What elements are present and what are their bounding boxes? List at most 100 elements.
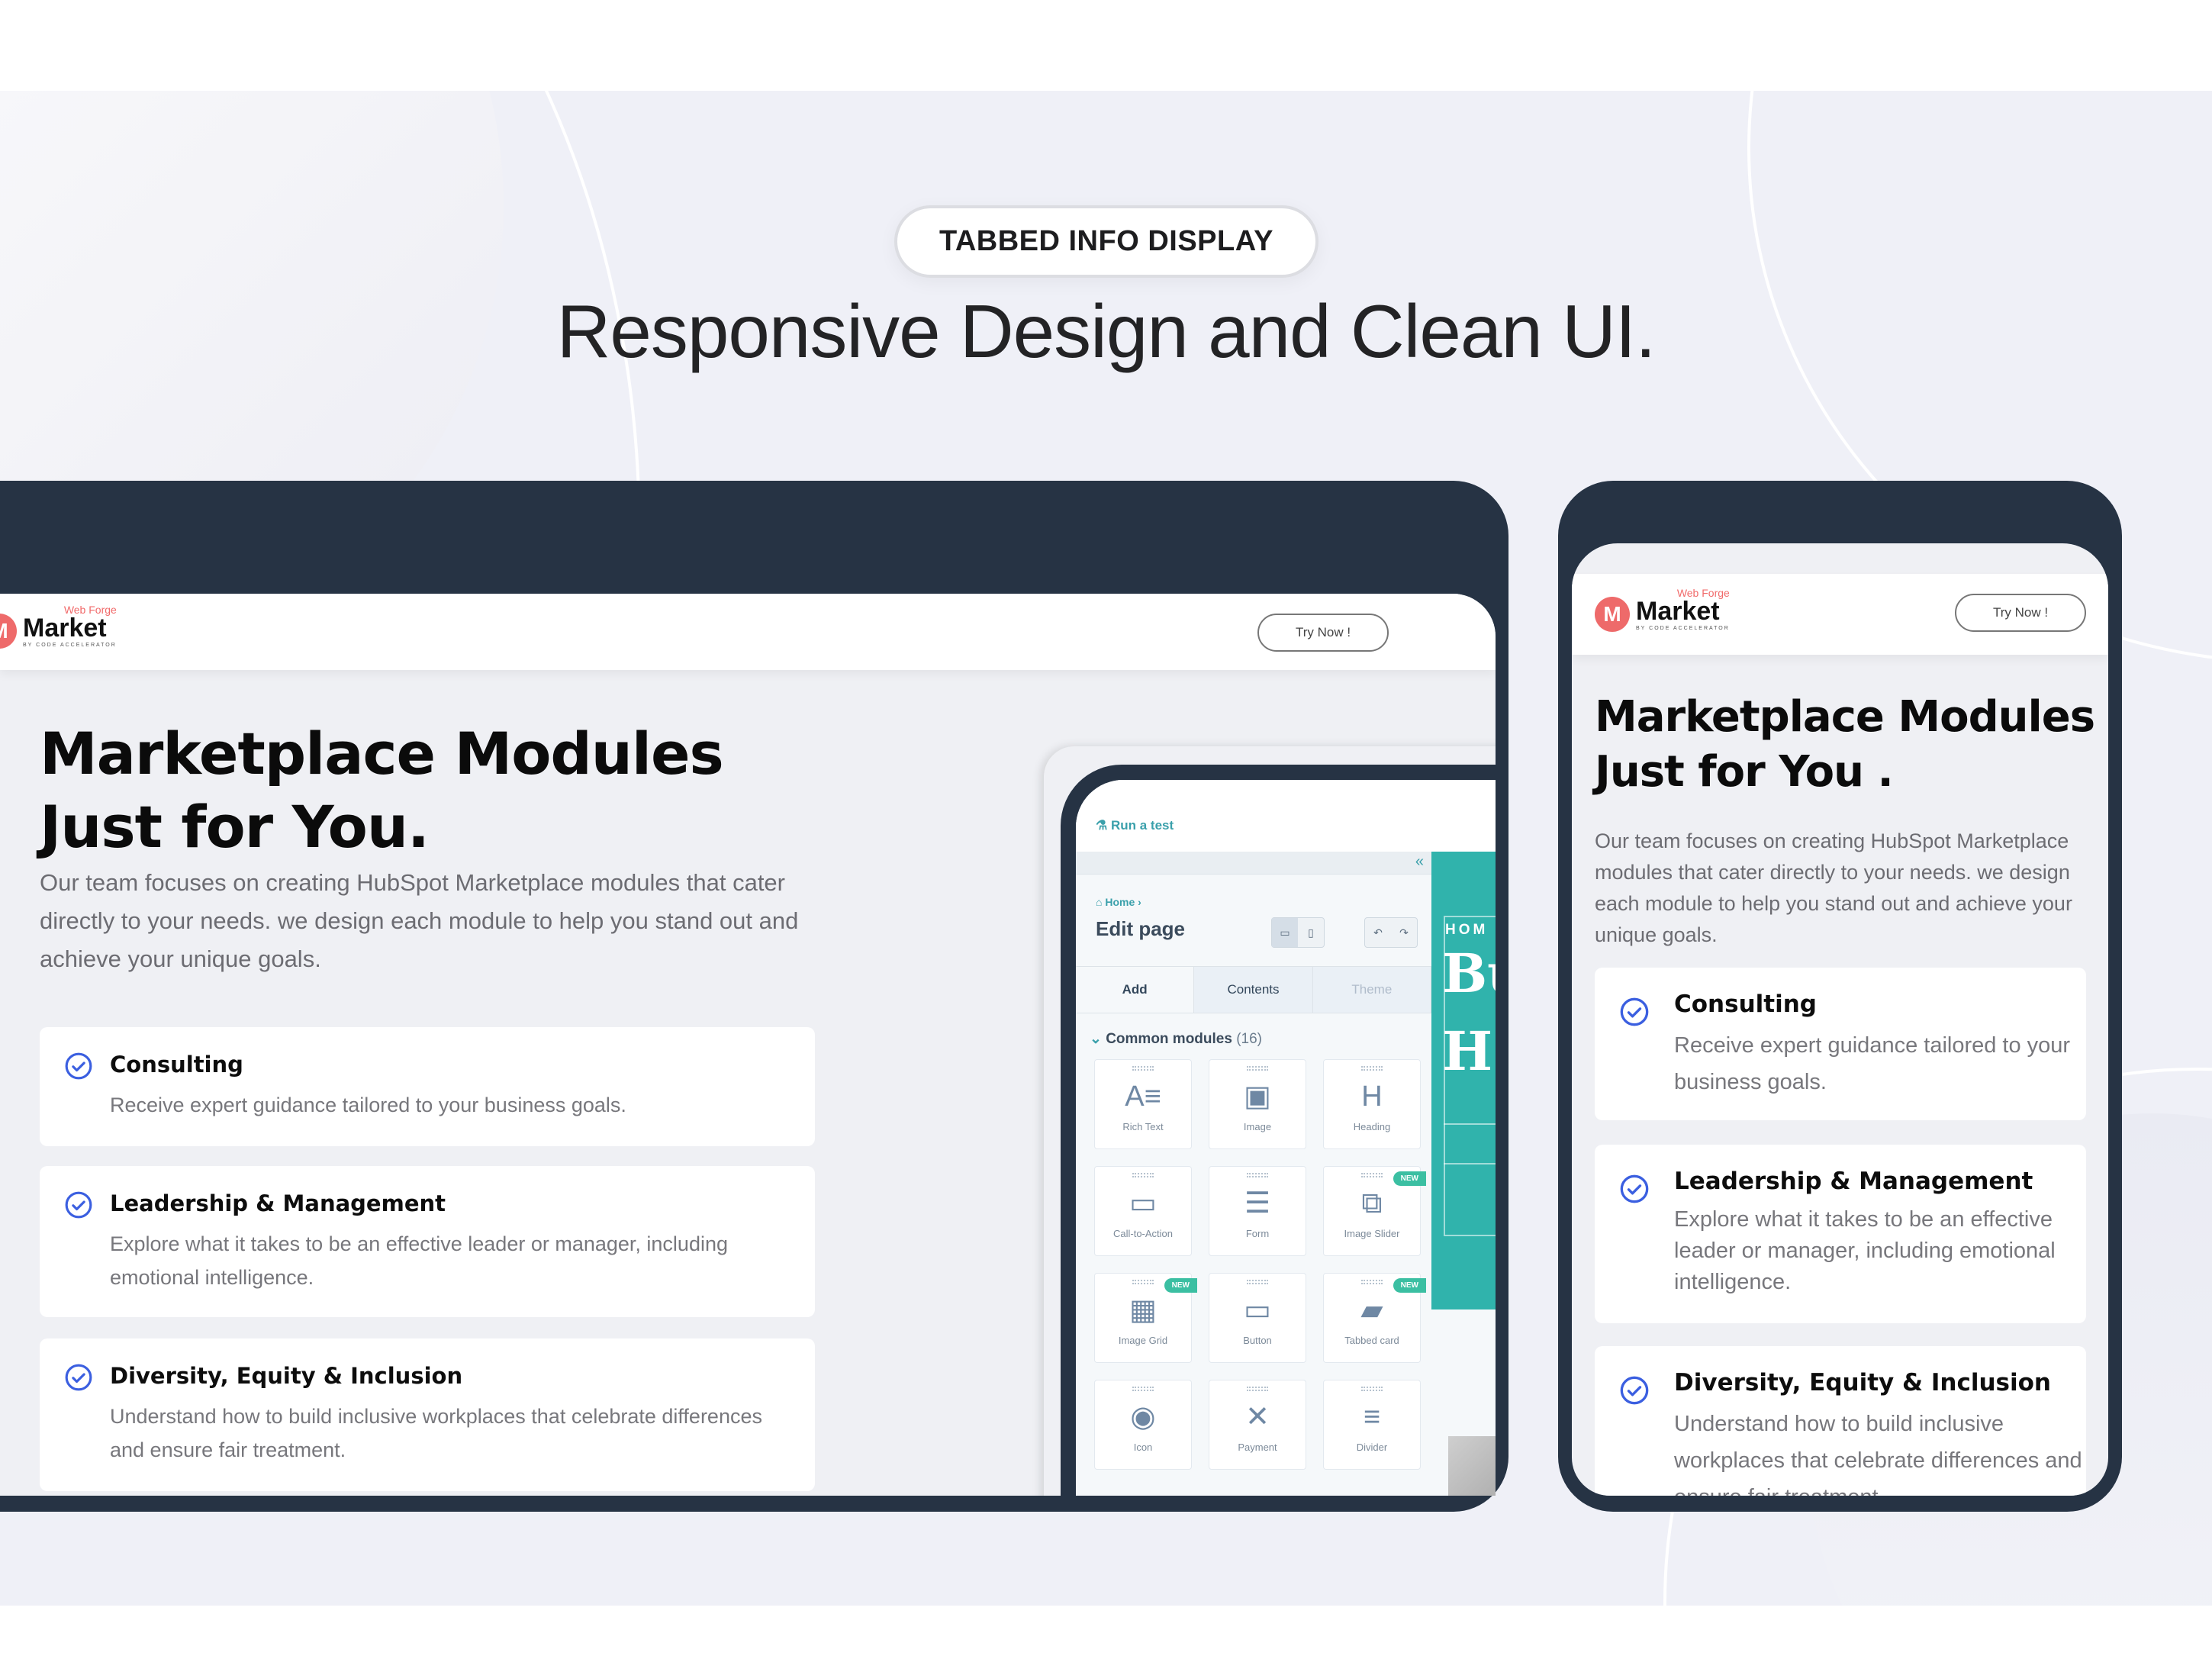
drag-handle-icon [1247, 1066, 1268, 1071]
drag-handle-icon [1132, 1280, 1154, 1284]
folder-icon: ▰ [1360, 1294, 1383, 1326]
logo-mark-icon: M [0, 614, 17, 649]
editor-screen: ⚗ Run a test « ⌂ Home › Edit page ▭ ▯ ↶ … [1076, 780, 1496, 1496]
preview-image [1448, 1436, 1496, 1496]
modules-section-header[interactable]: ⌄ Common modules (16) [1090, 1031, 1263, 1047]
tablet-bezel: ⚗ Run a test « ⌂ Home › Edit page ▭ ▯ ↶ … [1061, 765, 1496, 1496]
tab-contents[interactable]: Contents [1194, 967, 1313, 1013]
drag-handle-icon [1247, 1387, 1268, 1391]
editor-tabs: Add Contents Theme [1076, 966, 1431, 1013]
divider [1444, 1163, 1496, 1165]
module-form[interactable]: ☰Form [1209, 1166, 1306, 1256]
brand-logo[interactable]: M Web Forge Market BY CODE ACCELERATOR [1595, 588, 1730, 632]
collapse-icon[interactable]: « [1415, 853, 1424, 870]
card-title: Diversity, Equity & Inclusion [110, 1363, 463, 1389]
preview-heading: Bu [1442, 942, 1496, 1005]
editor-title: Edit page [1096, 917, 1186, 940]
logo-sub: BY CODE ACCELERATOR [1636, 625, 1730, 631]
drag-handle-icon [1132, 1387, 1154, 1391]
module-image[interactable]: ▣Image [1209, 1059, 1306, 1149]
brand-logo[interactable]: M Web Forge Market BY CODE ACCELERATOR [0, 604, 117, 649]
feature-card[interactable]: Leadership & Management Explore what it … [1595, 1145, 2086, 1323]
page-preview: HOM Bu H [1431, 852, 1496, 1309]
feature-card[interactable]: Leadership & Management Explore what it … [40, 1166, 815, 1317]
tab-add[interactable]: Add [1076, 967, 1195, 1013]
logo-name: Market [1636, 596, 1720, 626]
card-description: Receive expert guidance tailored to your… [110, 1094, 626, 1116]
desktop-frame: M Web Forge Market BY CODE ACCELERATOR T… [0, 481, 1508, 1512]
button-icon: ▭ [1244, 1294, 1271, 1326]
divider-icon: ≡ [1363, 1401, 1381, 1433]
logo-sub: BY CODE ACCELERATOR [23, 642, 117, 648]
card-description: Understand how to build inclusive workpl… [1674, 1412, 2082, 1496]
drag-handle-icon [1361, 1280, 1383, 1284]
editor-sidebar-bar: « [1076, 852, 1431, 875]
flask-icon: ⚗ [1096, 818, 1111, 833]
try-now-button[interactable]: Try Now ! [1257, 614, 1389, 652]
module-payment[interactable]: ✕Payment [1209, 1380, 1306, 1470]
run-test-link[interactable]: ⚗ Run a test [1096, 818, 1174, 833]
new-badge: NEW [1393, 1278, 1426, 1293]
check-circle-icon [65, 1364, 92, 1391]
feature-card[interactable]: Diversity, Equity & Inclusion Understand… [40, 1338, 815, 1491]
phone-frame: M Web Forge Market BY CODE ACCELERATOR T… [1558, 481, 2122, 1512]
image-slider-icon: ⧉ [1361, 1187, 1383, 1219]
breadcrumb[interactable]: ⌂ Home › [1096, 896, 1141, 908]
hero-heading: Marketplace Modules Just for You. [40, 720, 724, 861]
try-now-button[interactable]: Try Now ! [1955, 594, 2086, 632]
preview-frame [1444, 916, 1496, 1236]
image-icon: ▣ [1244, 1081, 1271, 1113]
feature-card[interactable]: Consulting Receive expert guidance tailo… [1595, 968, 2086, 1120]
undo-icon[interactable]: ↶ [1373, 926, 1383, 939]
card-title: Leadership & Management [1674, 1168, 2033, 1195]
tab-theme[interactable]: Theme [1312, 967, 1431, 1013]
card-title: Consulting [1674, 991, 1817, 1018]
desktop-navbar: M Web Forge Market BY CODE ACCELERATOR T… [0, 594, 1496, 670]
badge-icon: ◉ [1130, 1401, 1156, 1433]
logo-tagline: Web Forge [63, 603, 117, 616]
preview-eyebrow: HOM [1445, 922, 1489, 938]
section-badge-label: TABBED INFO DISPLAY [939, 225, 1274, 257]
module-rich-text[interactable]: A≡Rich Text [1094, 1059, 1192, 1149]
new-badge: NEW [1393, 1171, 1426, 1186]
feature-card[interactable]: Consulting Receive expert guidance tailo… [40, 1027, 815, 1146]
undo-redo[interactable]: ↶ ↷ [1364, 917, 1418, 948]
module-call-to-action[interactable]: ▭Call-to-Action [1094, 1166, 1192, 1256]
new-badge: NEW [1164, 1278, 1197, 1293]
logo-name: Market [23, 613, 107, 643]
check-circle-icon [65, 1191, 92, 1219]
check-circle-icon [1620, 1174, 1649, 1203]
hero-heading: Marketplace Modules Just for You . [1595, 692, 2095, 797]
drag-handle-icon [1247, 1173, 1268, 1177]
drag-handle-icon [1361, 1173, 1383, 1177]
feature-card[interactable]: Diversity, Equity & Inclusion Understand… [1595, 1346, 2086, 1496]
home-icon: ⌂ [1096, 896, 1106, 908]
hero-paragraph: Our team focuses on creating HubSpot Mar… [40, 869, 799, 972]
preview-heading: H [1442, 1020, 1493, 1083]
hero-paragraph: Our team focuses on creating HubSpot Mar… [1595, 830, 2072, 946]
chevron-down-icon: ⌄ [1090, 1031, 1106, 1047]
cta-icon: ▭ [1129, 1187, 1157, 1219]
tablet-mockup: ⚗ Run a test « ⌂ Home › Edit page ▭ ▯ ↶ … [1044, 746, 1496, 1496]
check-circle-icon [1620, 1376, 1649, 1405]
card-description: Understand how to build inclusive workpl… [110, 1405, 762, 1461]
tools-icon: ✕ [1245, 1401, 1270, 1433]
phone-screen: M Web Forge Market BY CODE ACCELERATOR T… [1572, 543, 2108, 1496]
redo-icon[interactable]: ↷ [1399, 926, 1409, 939]
module-button[interactable]: ▭Button [1209, 1273, 1306, 1363]
card-description: Explore what it takes to be an effective… [1674, 1207, 2056, 1294]
card-description: Explore what it takes to be an effective… [110, 1232, 728, 1289]
desktop-view-icon[interactable]: ▭ [1272, 918, 1298, 947]
module-divider[interactable]: ≡Divider [1323, 1380, 1421, 1470]
rich-text-icon: A≡ [1125, 1081, 1161, 1113]
module-icon[interactable]: ◉Icon [1094, 1380, 1192, 1470]
desktop-screen: M Web Forge Market BY CODE ACCELERATOR T… [0, 594, 1496, 1496]
logo-tagline: Web Forge [1676, 586, 1730, 599]
device-toggle[interactable]: ▭ ▯ [1271, 917, 1325, 948]
mobile-view-icon[interactable]: ▯ [1308, 926, 1314, 939]
